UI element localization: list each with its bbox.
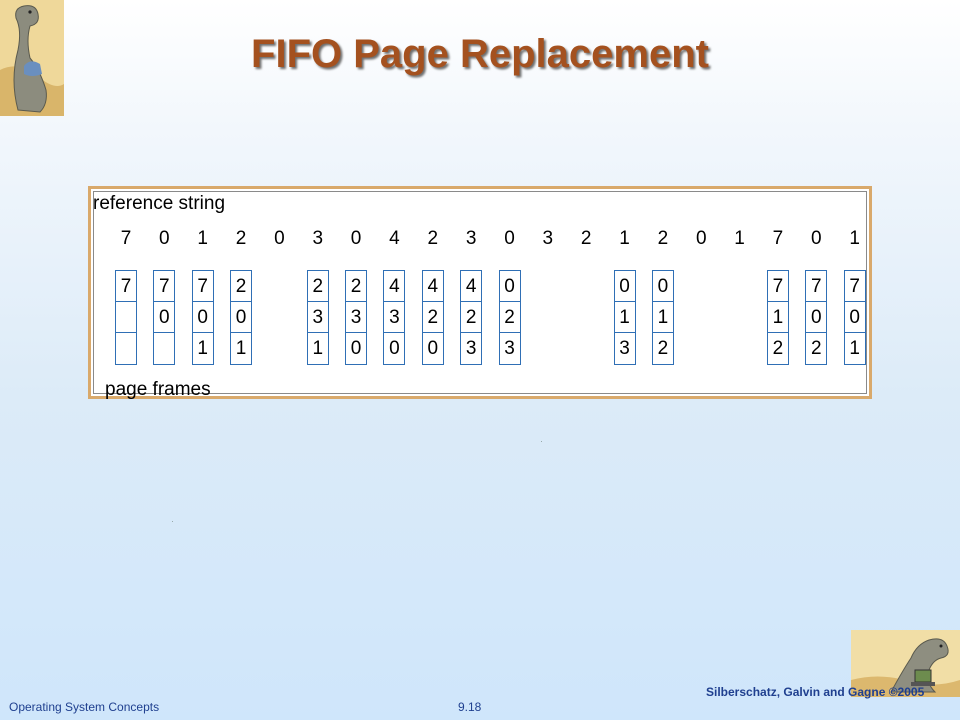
frame-cell: 0 [389,338,400,359]
frame-cell: 1 [652,302,673,333]
reference-value: 1 [619,228,630,249]
reference-value: 2 [657,228,669,249]
frame-cell: 3 [465,338,477,359]
reference-value: 1 [197,228,208,249]
frame-cell: 2 [772,338,784,359]
frame-cell: 0 [154,302,175,333]
page-frames-label: page frames [105,379,211,400]
frame-cell: 3 [504,338,515,359]
frame-cell: 7 [806,271,827,302]
frame-cell: 2 [307,271,328,302]
frame-cell: 7 [116,271,136,302]
frame-cell: 3 [619,338,630,359]
reference-value: 0 [695,228,707,249]
dinosaur-logo-icon [0,0,64,116]
frame-cell: 1 [849,338,860,359]
reference-value: 2 [427,228,439,249]
frame-cell: 4 [384,271,405,302]
frame-cell: 1 [235,338,247,359]
reference-value: 2 [580,228,592,249]
frame-cell: 0 [427,338,439,359]
frame-cell: 3 [307,302,328,333]
frame-cell: 0 [844,302,865,333]
frame-cell: 3 [346,302,367,333]
frame-cell: 0 [350,338,362,359]
stray-dot [172,521,173,522]
reference-value: 4 [389,228,400,249]
frame-cell: 3 [384,302,405,333]
frame-cell [116,333,136,364]
reference-value: 2 [235,228,247,249]
frame-cell: 4 [422,271,443,302]
frame-cell: 1 [767,302,788,333]
frame-cell: 7 [844,271,865,302]
frame-cell: 2 [422,302,443,333]
reference-value: 0 [159,228,170,249]
reference-value: 0 [504,228,515,249]
reference-value: 0 [274,228,285,249]
reference-value: 3 [465,228,477,249]
page-frame-set: 7 [115,270,137,365]
reference-string-label: reference string [93,193,226,214]
reference-value: 3 [312,228,324,249]
diagram-inner-border [93,191,867,394]
frame-cell: 2 [811,338,822,359]
frame-cell: 2 [657,338,669,359]
frame-cell: 1 [614,302,635,333]
reference-value: 3 [542,228,554,249]
frame-cell: 0 [499,271,520,302]
reference-value: 1 [849,228,860,249]
frame-cell [116,302,136,333]
frame-cell: 0 [614,271,635,302]
frame-cell: 7 [192,271,213,302]
reference-value: 7 [120,228,132,249]
frame-cell: 1 [197,338,208,359]
footer-slide-number: 9.18 [458,700,482,714]
frame-cell: 0 [231,302,252,333]
frame-cell: 7 [767,271,788,302]
footer-course-title: Operating System Concepts [9,700,160,714]
frame-cell: 2 [346,271,367,302]
frame-cell: 2 [499,302,520,333]
frame-cell: 2 [231,271,252,302]
stray-dot [541,441,542,442]
dinosaur-laptop-icon [851,630,960,697]
slide-title: FIFO Page Replacement [251,32,709,76]
reference-value: 1 [734,228,745,249]
footer-authors: Silberschatz, Galvin and Gagne ©2005 [706,685,925,699]
frame-cell: 0 [652,271,673,302]
frame-cell: 4 [461,271,482,302]
frame-cell: 0 [192,302,213,333]
frame-cell: 0 [806,302,827,333]
frame-cell: 2 [461,302,482,333]
reference-value: 7 [772,228,784,249]
reference-value: 0 [811,228,822,249]
frame-cell [154,333,174,364]
frame-cell: 1 [312,338,324,359]
frame-cell: 7 [154,271,175,302]
reference-value: 0 [350,228,362,249]
